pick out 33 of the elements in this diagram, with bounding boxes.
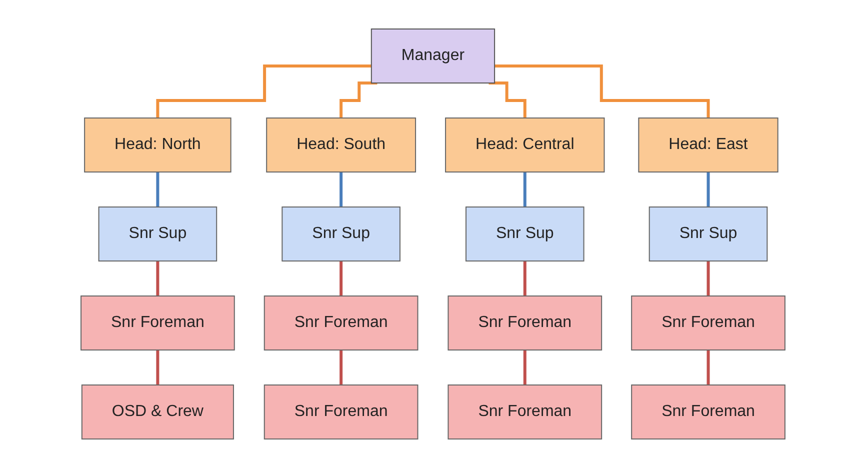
connector xyxy=(523,170,526,208)
connector xyxy=(340,81,378,119)
connector xyxy=(706,170,710,208)
connector xyxy=(340,348,343,386)
node-box: Snr Foreman xyxy=(631,384,786,439)
node-box: Snr Foreman xyxy=(631,295,786,350)
connector xyxy=(706,348,710,386)
node-box: Head: North xyxy=(84,117,232,172)
node-box: Snr Sup xyxy=(648,206,768,261)
node-box: Snr Sup xyxy=(98,206,218,261)
node-box: Snr Foreman xyxy=(264,384,418,439)
node-box: Head: East xyxy=(638,117,778,172)
node-box: Snr Foreman xyxy=(80,295,235,350)
node-box: Snr Sup xyxy=(282,206,400,261)
node-box: Head: South xyxy=(266,117,416,172)
node-box: Snr Foreman xyxy=(448,384,602,439)
node-box: Head: Central xyxy=(445,117,605,172)
connector xyxy=(523,259,526,297)
connector xyxy=(340,170,343,208)
node-box: Snr Foreman xyxy=(448,295,602,350)
connector xyxy=(523,348,526,386)
connector xyxy=(156,64,372,119)
connector xyxy=(494,64,710,119)
connector xyxy=(156,348,160,386)
node-box: Snr Sup xyxy=(466,206,584,261)
connector xyxy=(156,259,160,297)
connector xyxy=(706,259,710,297)
connector xyxy=(156,170,160,208)
node-box: Snr Foreman xyxy=(264,295,418,350)
node-box: OSD & Crew xyxy=(81,384,234,439)
node-box: Manager xyxy=(370,28,496,83)
connector xyxy=(488,81,526,119)
connector xyxy=(340,259,343,297)
